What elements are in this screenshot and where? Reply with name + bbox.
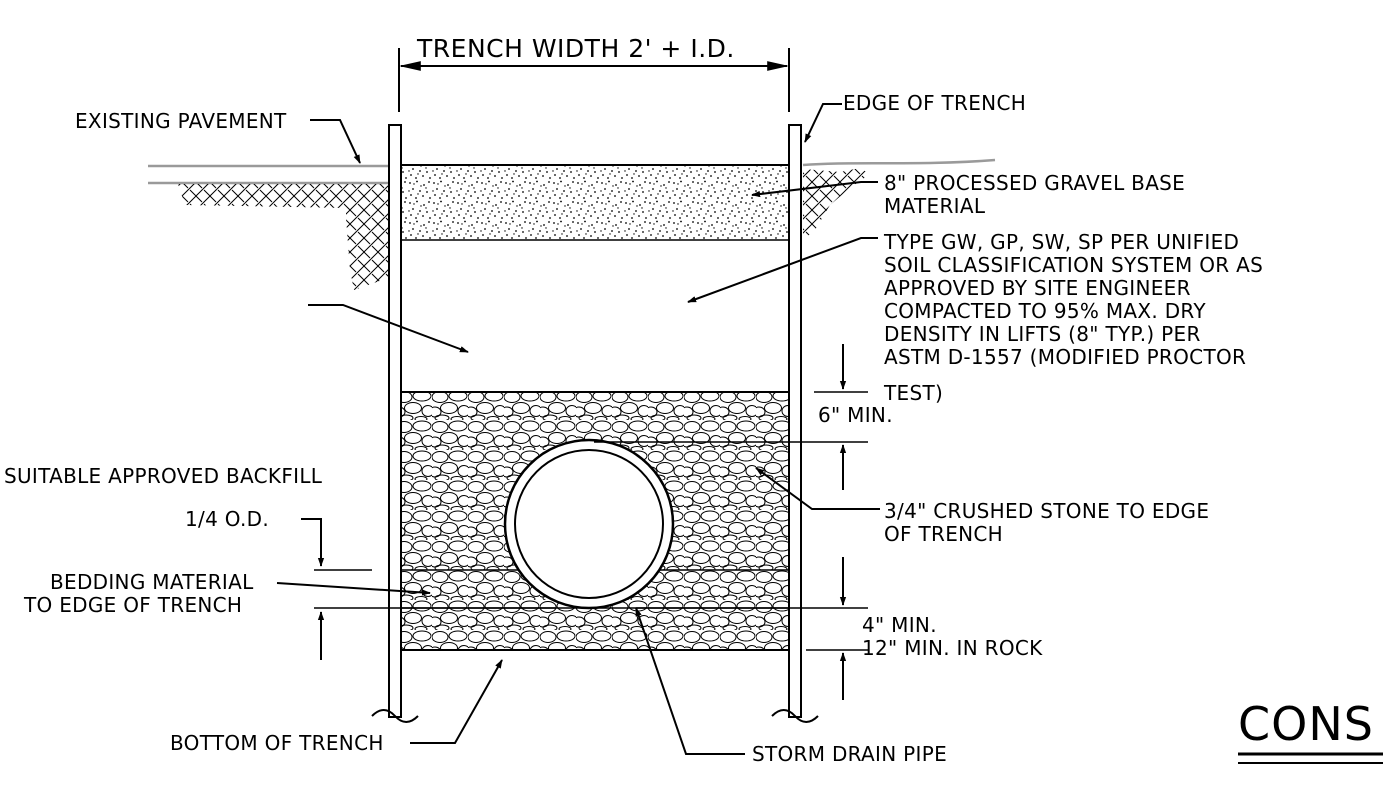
quarter-od-label: 1/4 O.D. — [185, 507, 269, 531]
six-min-label: 6" MIN. — [818, 403, 893, 427]
break-symbol-left — [371, 709, 419, 723]
existing-pavement-left — [148, 164, 388, 290]
trench-width-dimension: TRENCH WIDTH 2' + I.D. — [398, 34, 790, 112]
soil-hatch-left — [178, 184, 388, 290]
storm-drain-pipe — [503, 438, 675, 610]
existing-pavement-leader — [310, 119, 361, 164]
crushed-stone-label-2: OF TRENCH — [884, 522, 1003, 546]
trench-width-label: TRENCH WIDTH 2' + I.D. — [416, 34, 735, 63]
gravel-base-layer — [401, 165, 789, 240]
six-min-dimension: 6" MIN. — [594, 344, 893, 490]
title-fragment: CONS — [1238, 697, 1374, 751]
backfill-spec-line-2: SOIL CLASSIFICATION SYSTEM OR AS — [884, 253, 1263, 277]
twelve-min-rock-label: 12" MIN. IN ROCK — [862, 636, 1043, 660]
suitable-backfill-leader — [308, 304, 469, 353]
existing-pavement-label: EXISTING PAVEMENT — [75, 109, 287, 133]
gravel-base-label-2: MATERIAL — [884, 194, 986, 218]
edge-of-trench-leader — [804, 103, 842, 143]
storm-drain-pipe-leader — [635, 607, 745, 755]
gravel-base-leader — [751, 181, 878, 198]
backfill-spec-line-7: TEST) — [883, 381, 943, 405]
backfill-spec-line-1: TYPE GW, GP, SW, SP PER UNIFIED — [883, 230, 1239, 254]
quarter-od-dimension: 1/4 O.D. — [185, 507, 555, 660]
bedding-leader — [276, 582, 431, 596]
suitable-backfill-label: SUITABLE APPROVED BACKFILL — [4, 464, 323, 488]
edge-of-trench-label: EDGE OF TRENCH — [843, 91, 1026, 115]
crushed-stone-label-1: 3/4" CRUSHED STONE TO EDGE — [884, 499, 1209, 523]
gravel-base-label-1: 8" PROCESSED GRAVEL BASE — [884, 171, 1185, 195]
bedding-label-2: TO EDGE OF TRENCH — [23, 593, 242, 617]
backfill-spec-line-4: COMPACTED TO 95% MAX. DRY — [884, 299, 1206, 323]
bottom-of-trench-leader — [410, 659, 503, 744]
bedding-label-1: BEDDING MATERIAL — [50, 570, 254, 594]
backfill-spec-line-6: ASTM D-1557 (MODIFIED PROCTOR — [884, 345, 1246, 369]
storm-drain-pipe-label: STORM DRAIN PIPE — [752, 742, 947, 766]
soil-hatch-right — [803, 168, 870, 240]
backfill-spec-leader — [687, 237, 878, 303]
four-min-label: 4" MIN. — [862, 613, 937, 637]
trench-wall-left — [388, 124, 402, 718]
backfill-spec-note: TYPE GW, GP, SW, SP PER UNIFIED SOIL CLA… — [883, 230, 1263, 405]
bottom-of-trench-label: BOTTOM OF TRENCH — [170, 731, 384, 755]
backfill-spec-line-3: APPROVED BY SITE ENGINEER — [884, 276, 1191, 300]
four-min-dimension: 4" MIN. 12" MIN. IN ROCK — [636, 557, 1043, 700]
break-symbol-right — [771, 709, 819, 723]
crushed-stone-leader — [755, 467, 880, 510]
trench-wall-right — [788, 124, 802, 718]
backfill-spec-line-5: DENSITY IN LIFTS (8" TYP.) PER — [884, 322, 1201, 346]
